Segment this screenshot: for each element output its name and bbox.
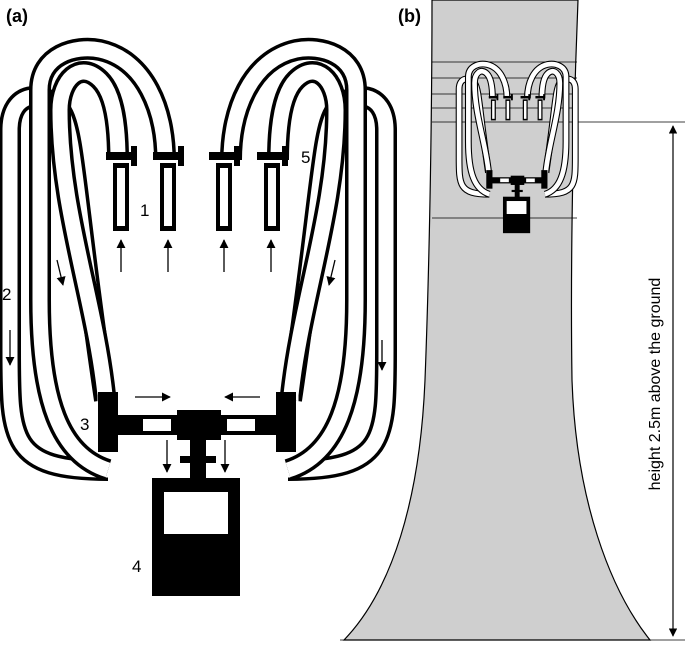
flow-arrows	[5, 239, 387, 473]
panel-b: (b) height 2.5m above the ground	[340, 0, 685, 641]
label-valve: 5	[301, 148, 310, 167]
label-tubing: 2	[2, 285, 11, 304]
panel-a-apparatus	[10, 49, 386, 596]
label-tap-spout: 1	[140, 201, 149, 220]
panel-a: (a) 1 2 3 4 5	[2, 6, 386, 596]
panel-a-label: (a)	[6, 6, 28, 26]
height-label: height 2.5m above the ground	[647, 278, 664, 491]
panel-b-label: (b)	[398, 6, 421, 26]
label-connector: 3	[80, 415, 89, 434]
label-collection-bottle: 4	[132, 557, 141, 576]
